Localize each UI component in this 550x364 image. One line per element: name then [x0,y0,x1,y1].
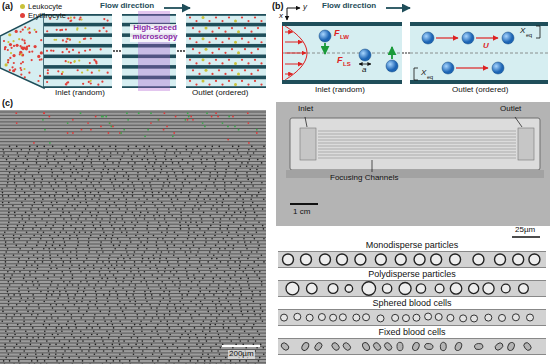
figure-label: Inlet [298,105,313,114]
strip-heading: Sphered blood cells [278,298,546,309]
legend-text: Erythrocyte [28,11,66,20]
strip-heading: Monodisperse particles [278,240,546,251]
figure-label: (a) [2,2,13,12]
strip-image [278,309,546,326]
panel-b-illustration [282,8,548,84]
micrograph [0,110,266,364]
figure-label: Outlet (ordered) [192,89,248,98]
figure-label: 200µm [228,350,255,359]
image-strip: Fixed blood cells [278,327,546,355]
figure-label: 25µm [515,226,535,235]
panel-a-illustration [0,8,266,91]
figure-label: Outlet [500,105,521,114]
strip-heading: Fixed blood cells [278,327,546,338]
figure-label: (c) [2,99,13,109]
figure-label: Flow direction [100,2,154,11]
figure-label: U [483,42,489,51]
figure-label: (b) [272,2,284,12]
figure-label: X [421,69,426,78]
strip-image [278,280,546,297]
legend-swatch [20,4,25,9]
figure-label: LS [343,61,351,68]
strip-image [278,251,546,268]
device-photo [276,102,550,237]
figure-label: Focusing Channels [330,174,398,183]
legend-entry: Erythrocyte [20,10,66,20]
figure-label: F [334,29,340,39]
figure-label: X [520,27,525,36]
figure-label: Inlet (random) [55,89,105,98]
figure-label: eq [427,74,433,80]
figure-label: High-speed microscopy [130,24,180,42]
figure-label: F [337,56,343,66]
image-strip: Monodisperse particles [278,240,546,268]
legend-entry: Leukocyte [20,1,62,11]
image-strip: Sphered blood cells [278,298,546,326]
figure-label: 1 cm [293,208,310,217]
image-strip: Polydisperse particles [278,269,546,297]
figure-label: a [362,66,366,75]
figure-label: y [303,3,307,12]
figure-label: x [279,12,283,21]
strip-image [278,338,546,355]
figure-label: eq [526,32,532,38]
figure-label: LW [340,34,349,41]
legend-text: Leukocyte [28,2,62,11]
figure-label: Flow direction [322,2,376,11]
strip-heading: Polydisperse particles [278,269,546,280]
figure-label: Inlet (random) [315,86,365,95]
figure-label: Outlet (ordered) [452,86,508,95]
legend-swatch [20,13,25,18]
